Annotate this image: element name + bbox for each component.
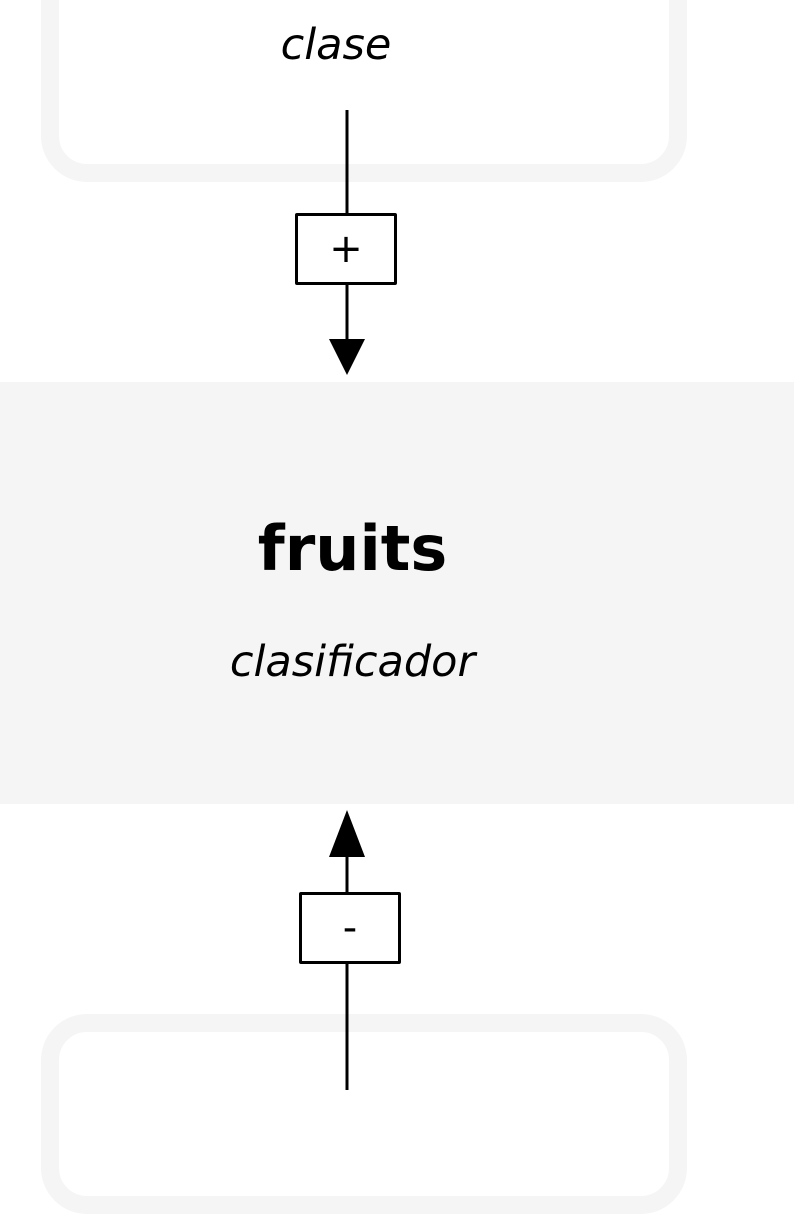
plus-sign-box[interactable]: + xyxy=(295,213,397,285)
central-node-title: fruits xyxy=(257,512,448,585)
top-node-label-container: clase xyxy=(41,0,687,182)
plus-sign-label: + xyxy=(329,226,363,272)
minus-sign-label: - xyxy=(342,905,358,951)
central-node[interactable]: fruits clasificador xyxy=(0,382,794,804)
minus-sign-box[interactable]: - xyxy=(299,892,401,964)
arrow-up-icon xyxy=(329,810,365,857)
arrow-down-icon xyxy=(329,339,365,375)
bottom-node-frame[interactable] xyxy=(41,1014,687,1214)
top-node-frame[interactable] xyxy=(41,0,687,182)
central-node-subtitle: clasificador xyxy=(229,637,476,687)
top-node-label: clase xyxy=(280,20,392,70)
